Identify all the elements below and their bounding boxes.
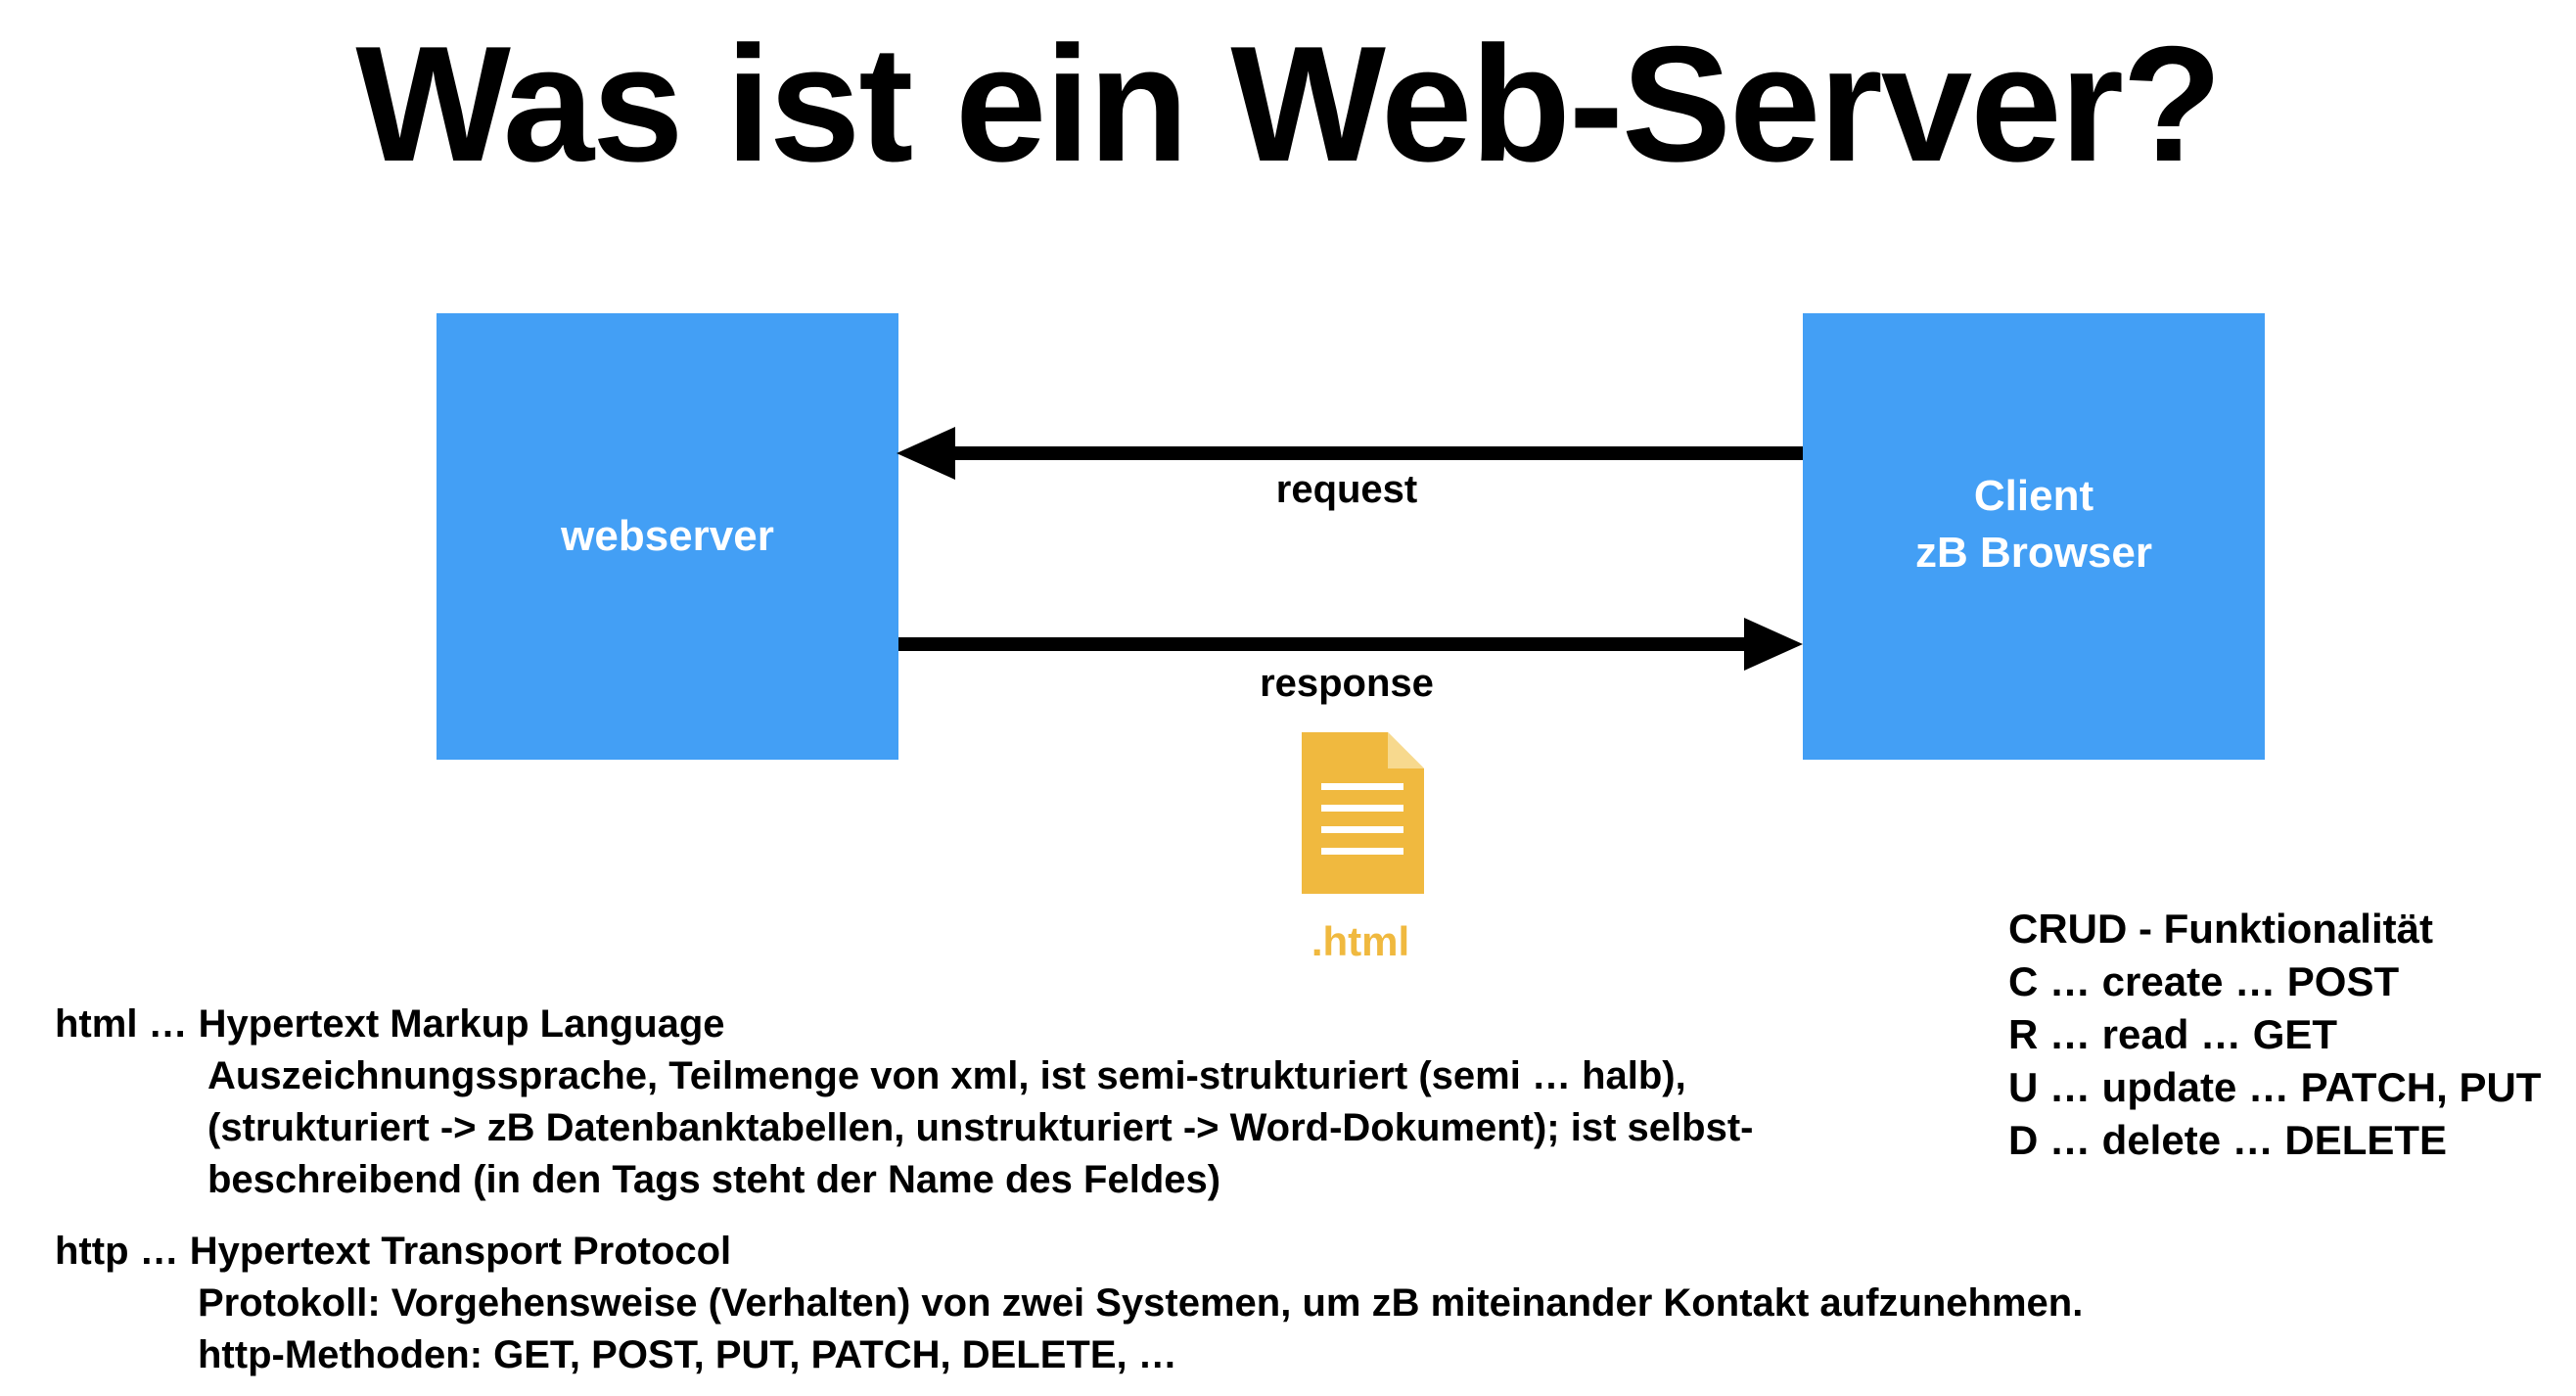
request-label: request [1275, 468, 1418, 511]
crud-heading: CRUD - Funktionalität [2008, 906, 2433, 952]
http-definition-heading: http … Hypertext Transport Protocol [55, 1230, 732, 1273]
crud-item-read: R … read … GET [2008, 1011, 2338, 1057]
page-title: Was ist ein Web-Server? [355, 12, 2222, 196]
html-definition-heading: html … Hypertext Markup Language [55, 1002, 725, 1046]
crud-item-delete: D … delete … DELETE [2008, 1117, 2448, 1163]
http-definition-line: Protokoll: Vorgehensweise (Verhalten) vo… [198, 1281, 2084, 1325]
client-sublabel: zB Browser [1914, 529, 2153, 577]
http-definition-line: http-Methoden: GET, POST, PUT, PATCH, DE… [198, 1333, 1177, 1376]
response-arrow [898, 618, 1803, 671]
response-label: response [1260, 662, 1434, 705]
html-definition-line: (strukturiert -> zB Datenbanktabellen, u… [207, 1106, 1754, 1149]
html-definition-line: beschreibend (in den Tags steht der Name… [207, 1158, 1221, 1201]
client-box: Client zB Browser [1803, 313, 2265, 760]
webserver-label: webserver [561, 512, 774, 560]
webserver-box: webserver [437, 313, 898, 760]
crud-list: CRUD - Funktionalität C … create … POST … [2008, 903, 2541, 1167]
crud-item-update: U … update … PATCH, PUT [2008, 1064, 2542, 1110]
http-definition: http … Hypertext Transport Protocol Prot… [55, 1226, 2083, 1381]
crud-item-create: C … create … POST [2008, 958, 2400, 1004]
document-icon [1302, 732, 1424, 894]
request-arrow [897, 427, 1803, 480]
client-label: Client [1973, 472, 2094, 520]
html-definition-line: Auszeichnungssprache, Teilmenge von xml,… [207, 1054, 1686, 1097]
html-definition: html … Hypertext Markup Language Auszeic… [55, 999, 1753, 1206]
file-label: .html [1311, 918, 1410, 964]
